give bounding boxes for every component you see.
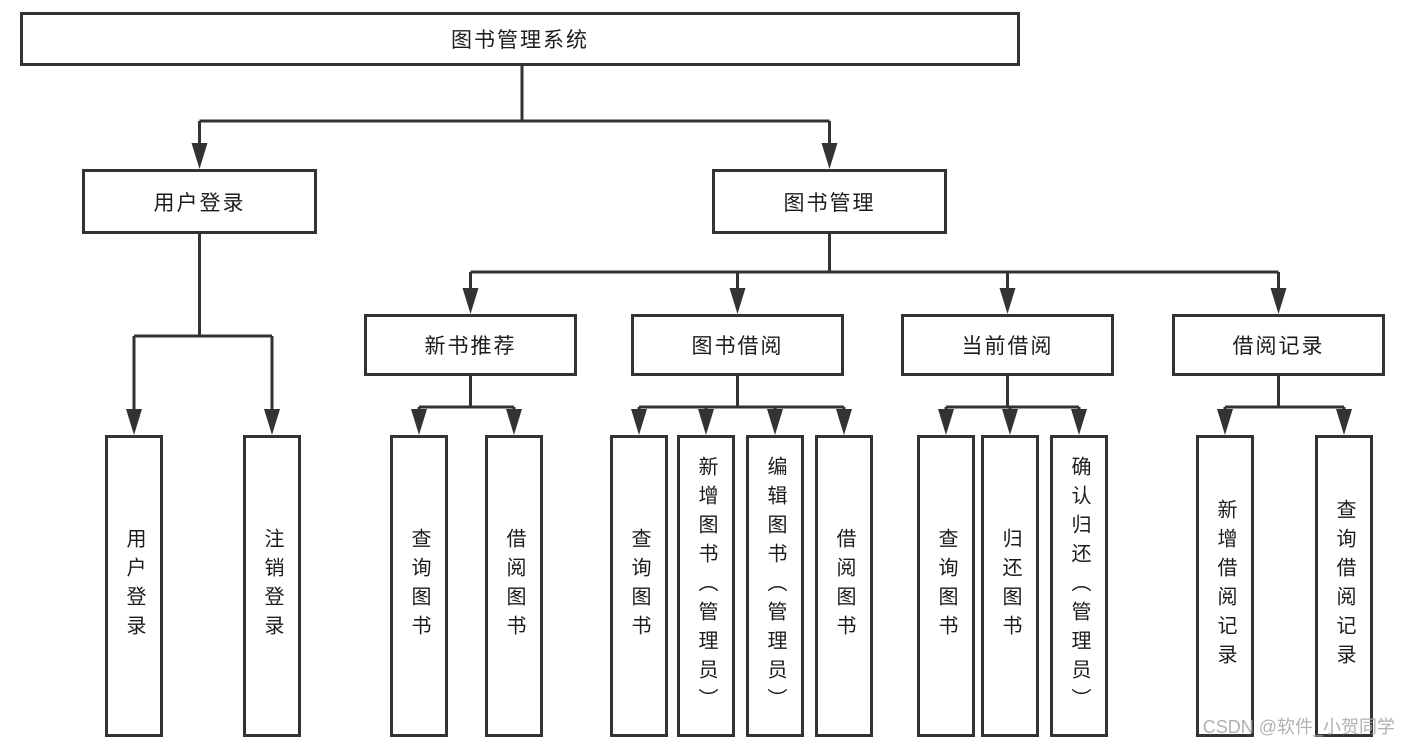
- arrowhead-icon: [1270, 288, 1287, 314]
- arrowhead-icon: [729, 288, 746, 314]
- node-current-borrowing: 当前借阅: [901, 314, 1114, 376]
- node-library-management-system: 图书管理系统: [20, 12, 1020, 66]
- node-label: 新书推荐: [424, 335, 517, 358]
- node-borrow-books-recommend: 借阅图书: [485, 435, 543, 737]
- node-label: 当前借阅: [961, 335, 1054, 358]
- node-label: 编辑图书（管理员）: [764, 455, 786, 717]
- node-add-book-admin: 新增图书（管理员）: [677, 435, 735, 737]
- node-query-books-current: 查询图书: [917, 435, 975, 737]
- arrowhead-icon: [821, 143, 838, 169]
- node-label: 确认归还（管理员）: [1068, 455, 1090, 717]
- arrowhead-icon: [999, 288, 1016, 314]
- node-label: 查询图书: [408, 528, 430, 644]
- node-query-books-recommend: 查询图书: [390, 435, 448, 737]
- arrowhead-icon: [506, 409, 522, 435]
- node-new-book-recommendation: 新书推荐: [364, 314, 577, 376]
- arrowhead-icon: [462, 288, 479, 314]
- node-label: 查询借阅记录: [1333, 499, 1355, 673]
- node-label: 归还图书: [999, 528, 1021, 644]
- arrowhead-icon: [126, 409, 142, 435]
- watermark: CSDN @软件_小贺同学: [1202, 717, 1395, 737]
- arrowhead-icon: [631, 409, 647, 435]
- node-user-login-action: 用户登录: [105, 435, 163, 737]
- arrowhead-icon: [938, 409, 954, 435]
- arrowhead-icon: [264, 409, 280, 435]
- arrowhead-icon: [1002, 409, 1018, 435]
- arrowhead-icon: [698, 409, 714, 435]
- node-query-books-borrowing: 查询图书: [610, 435, 668, 737]
- arrowhead-icon: [1217, 409, 1233, 435]
- node-user-login: 用户登录: [82, 169, 317, 234]
- arrowhead-icon: [1071, 409, 1087, 435]
- arrowhead-icon: [191, 143, 208, 169]
- node-add-borrow-record: 新增借阅记录: [1196, 435, 1254, 737]
- node-label: 借阅图书: [833, 528, 855, 644]
- node-edit-book-admin: 编辑图书（管理员）: [746, 435, 804, 737]
- connector-arrowheads: [126, 143, 1352, 435]
- node-label: 借阅记录: [1232, 335, 1325, 358]
- node-borrow-books-borrowing: 借阅图书: [815, 435, 873, 737]
- node-label: 新增图书（管理员）: [695, 455, 717, 717]
- node-label: 图书管理系统: [451, 29, 589, 52]
- node-book-borrowing: 图书借阅: [631, 314, 844, 376]
- node-return-books: 归还图书: [981, 435, 1039, 737]
- node-label: 借阅图书: [503, 528, 525, 644]
- arrowhead-icon: [411, 409, 427, 435]
- node-label: 图书管理: [783, 191, 876, 215]
- arrowhead-icon: [1336, 409, 1352, 435]
- node-query-borrow-record: 查询借阅记录: [1315, 435, 1373, 737]
- arrowhead-icon: [836, 409, 852, 435]
- node-borrowing-records: 借阅记录: [1172, 314, 1385, 376]
- node-book-management: 图书管理: [712, 169, 947, 234]
- node-label: 查询图书: [628, 528, 650, 644]
- node-label: 注销登录: [261, 528, 283, 644]
- node-confirm-return-admin: 确认归还（管理员）: [1050, 435, 1108, 737]
- arrowhead-icon: [767, 409, 783, 435]
- node-label: 图书借阅: [691, 335, 784, 358]
- node-label: 用户登录: [153, 191, 246, 215]
- node-label: 用户登录: [123, 528, 145, 644]
- node-label: 查询图书: [935, 528, 957, 644]
- node-label: 新增借阅记录: [1214, 499, 1236, 673]
- node-logout-action: 注销登录: [243, 435, 301, 737]
